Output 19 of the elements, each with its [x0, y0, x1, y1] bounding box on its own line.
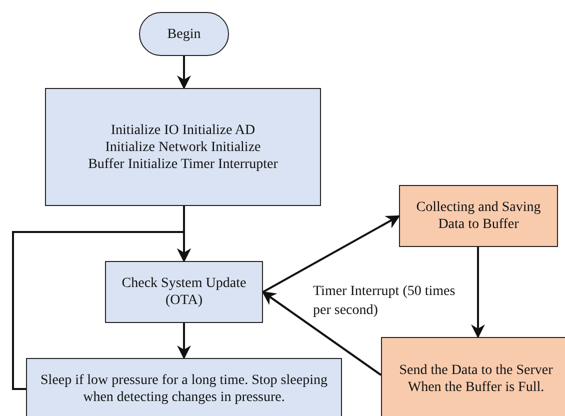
node-text: Check System Update (OTA)	[120, 275, 248, 309]
node-text: Sleep if low pressure for a long time. Stop sleeping when detecting changes in pressure.	[40, 372, 328, 406]
process-box	[381, 337, 565, 416]
annotation-text: Timer Interrupt (50 times per second)	[313, 283, 456, 320]
arrow	[471, 247, 485, 338]
process-box	[26, 358, 342, 416]
process-box	[105, 261, 263, 323]
arrow	[177, 56, 191, 90]
node-text: Send the Data to the Server When the Buffer is Full.	[398, 362, 554, 396]
node-text: Collecting and Saving Data to Buffer	[415, 199, 542, 233]
arrow	[262, 215, 400, 293]
process-box	[45, 88, 321, 206]
start-terminal	[139, 12, 229, 56]
node-text: Begin	[167, 26, 201, 42]
arrow	[12, 231, 191, 390]
node-text: Initialize IO Initialize AD Initialize Network Initialize Buffer Initialize Timer Interrupter	[88, 122, 278, 172]
process-box	[399, 185, 558, 247]
arrow	[262, 291, 382, 376]
arrow	[177, 323, 191, 360]
